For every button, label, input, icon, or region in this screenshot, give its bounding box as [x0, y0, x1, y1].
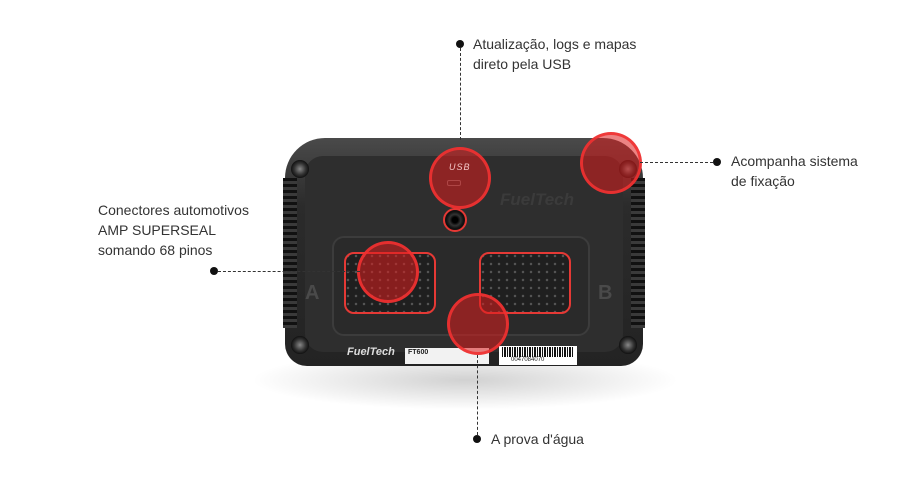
callout-text: somando 68 pinos: [98, 242, 213, 258]
callout-dot: [713, 158, 721, 166]
callout-dot: [210, 267, 218, 275]
callout-text: direto pela USB: [473, 56, 572, 72]
brand-logo: FuelTech: [500, 190, 574, 209]
connector-highlight: [357, 241, 419, 303]
callout-text: Atualização, logs e mapas: [473, 36, 637, 52]
cooling-fins-left: [283, 178, 297, 328]
callout-dot: [456, 40, 464, 48]
callout-mount: Acompanha sistema de fixação: [731, 151, 858, 191]
waterproof-highlight: [447, 293, 509, 355]
callout-line: [460, 48, 461, 140]
vent-plug: [443, 208, 467, 232]
screw-icon: [291, 336, 309, 354]
callout-dot: [473, 435, 481, 443]
connector-b-label: B: [598, 282, 613, 304]
mount-highlight: [580, 132, 642, 194]
callout-connectors: Conectores automotivos AMP SUPERSEAL som…: [98, 200, 249, 260]
cooling-fins-right: [631, 178, 645, 328]
callout-text: Acompanha sistema: [731, 153, 858, 169]
usb-highlight: [429, 147, 491, 209]
callout-line: [218, 271, 360, 272]
callout-text: de fixação: [731, 173, 795, 189]
callout-line: [477, 355, 478, 435]
callout-text: AMP SUPERSEAL: [98, 222, 217, 238]
barcode: [502, 347, 574, 357]
barcode-label: 0047084070: [499, 346, 577, 365]
usb-port-label: USB: [449, 162, 471, 172]
callout-text: Conectores automotivos: [98, 202, 249, 218]
callout-usb: Atualização, logs e mapas direto pela US…: [473, 34, 636, 74]
callout-text: A prova d'água: [491, 431, 584, 447]
screw-icon: [619, 336, 637, 354]
screw-icon: [291, 160, 309, 178]
callout-waterproof: A prova d'água: [491, 429, 584, 449]
callout-line: [640, 162, 713, 163]
brand-logo-bottom: FuelTech: [347, 346, 395, 358]
barcode-number: 0047084070: [511, 357, 545, 363]
connector-a-label: A: [305, 282, 320, 304]
